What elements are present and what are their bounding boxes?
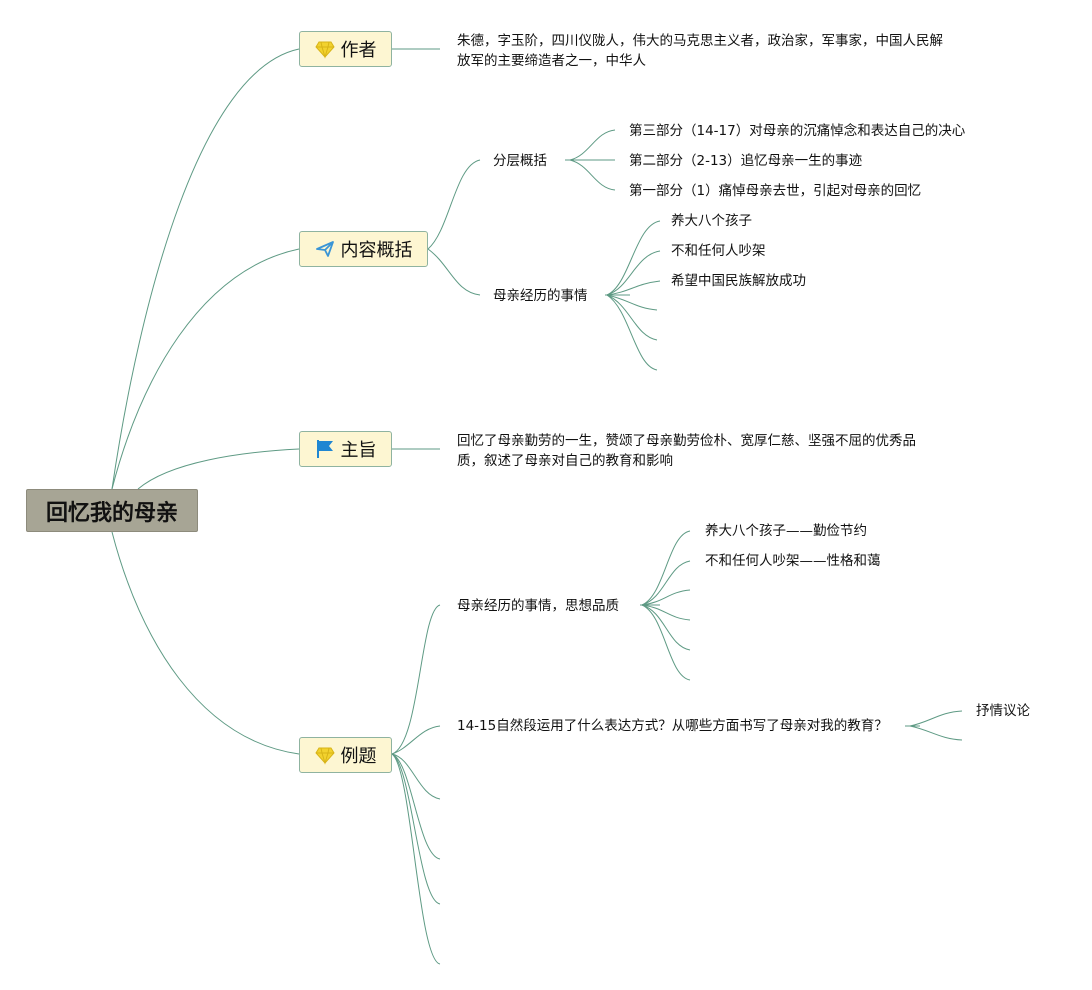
- connector-q1-empty2: [641, 604, 691, 621]
- events-item[interactable]: 希望中国民族解放成功: [671, 273, 806, 289]
- example-q2-label[interactable]: 14-15自然段运用了什么表达方式？从哪些方面书写了母亲对我的教育？: [457, 718, 888, 734]
- connector-root-author: [111, 48, 300, 490]
- paper-plane-icon: [315, 241, 334, 257]
- events-label[interactable]: 母亲经历的事情: [493, 288, 588, 304]
- connector-events-item1: [606, 220, 661, 296]
- connector-examples-empty3: [391, 753, 441, 905]
- connector-examples-q2: [391, 725, 441, 755]
- topic-author[interactable]: 作者: [299, 31, 392, 67]
- connector-root-content: [111, 248, 300, 490]
- flag-icon: [316, 440, 333, 458]
- connector-layers-item3: [569, 159, 616, 191]
- connector-events-empty2: [606, 294, 658, 341]
- connector-examples-empty1: [391, 753, 441, 800]
- topic-examples-label: 例题: [340, 746, 377, 767]
- connector-events-item3: [606, 280, 661, 296]
- example-q1-item[interactable]: 不和任何人吵架——性格和蔼: [705, 553, 881, 569]
- connector-examples-empty4: [391, 753, 441, 965]
- diamond-icon: [314, 747, 335, 765]
- connector-q1-item1: [641, 530, 691, 606]
- example-q2-item[interactable]: 抒情议论: [976, 703, 1030, 719]
- topic-examples[interactable]: 例题: [299, 737, 392, 773]
- connector-examples-empty2: [391, 753, 441, 860]
- connector-q1-empty3: [641, 604, 691, 651]
- layers-item[interactable]: 第二部分（2-13）追忆母亲一生的事迹: [629, 153, 863, 169]
- connector-q1-empty4: [641, 604, 691, 681]
- events-item[interactable]: 养大八个孩子: [671, 213, 752, 229]
- connector-events-empty3: [606, 294, 658, 371]
- topic-content-summary[interactable]: 内容概括: [299, 231, 428, 267]
- events-item[interactable]: 不和任何人吵架: [671, 243, 766, 259]
- layers-label[interactable]: 分层概括: [493, 153, 547, 169]
- layers-item[interactable]: 第三部分（14-17）对母亲的沉痛悼念和表达自己的决心: [629, 123, 966, 139]
- topic-content-label: 内容概括: [340, 240, 413, 261]
- connector-q1-item2: [641, 560, 691, 606]
- layers-item[interactable]: 第一部分（1）痛悼母亲去世，引起对母亲的回忆: [629, 183, 922, 199]
- theme-description: 回忆了母亲勤劳的一生，赞颂了母亲勤劳俭朴、宽厚仁慈、坚强不屈的优秀品质，叙述了母…: [457, 433, 916, 469]
- connector-layers-item1: [569, 129, 616, 161]
- diamond-icon: [314, 41, 335, 59]
- connector-root-theme: [137, 448, 300, 490]
- connector-q2-empty1: [909, 725, 963, 741]
- connector-root-examples: [111, 531, 300, 755]
- root-topic[interactable]: 回忆我的母亲: [26, 489, 198, 532]
- author-description: 朱德，字玉阶，四川仪陇人，伟大的马克思主义者，政治家，军事家，中国人民解放军的主…: [457, 33, 943, 69]
- root-title: 回忆我的母亲: [45, 500, 178, 526]
- topic-theme-label: 主旨: [340, 440, 377, 461]
- connector-content-events: [427, 248, 481, 296]
- connector-events-item2: [606, 250, 661, 296]
- connector-q2-item1: [909, 710, 963, 727]
- connector-q1-empty1: [641, 589, 691, 606]
- connector-examples-q1: [391, 604, 441, 755]
- topic-author-label: 作者: [340, 40, 377, 61]
- example-q1-label[interactable]: 母亲经历的事情，思想品质: [457, 598, 619, 614]
- topic-theme[interactable]: 主旨: [299, 431, 392, 467]
- example-q1-item[interactable]: 养大八个孩子——勤俭节约: [705, 523, 867, 539]
- connector-events-empty1: [606, 294, 658, 311]
- connector-content-layers: [427, 159, 481, 250]
